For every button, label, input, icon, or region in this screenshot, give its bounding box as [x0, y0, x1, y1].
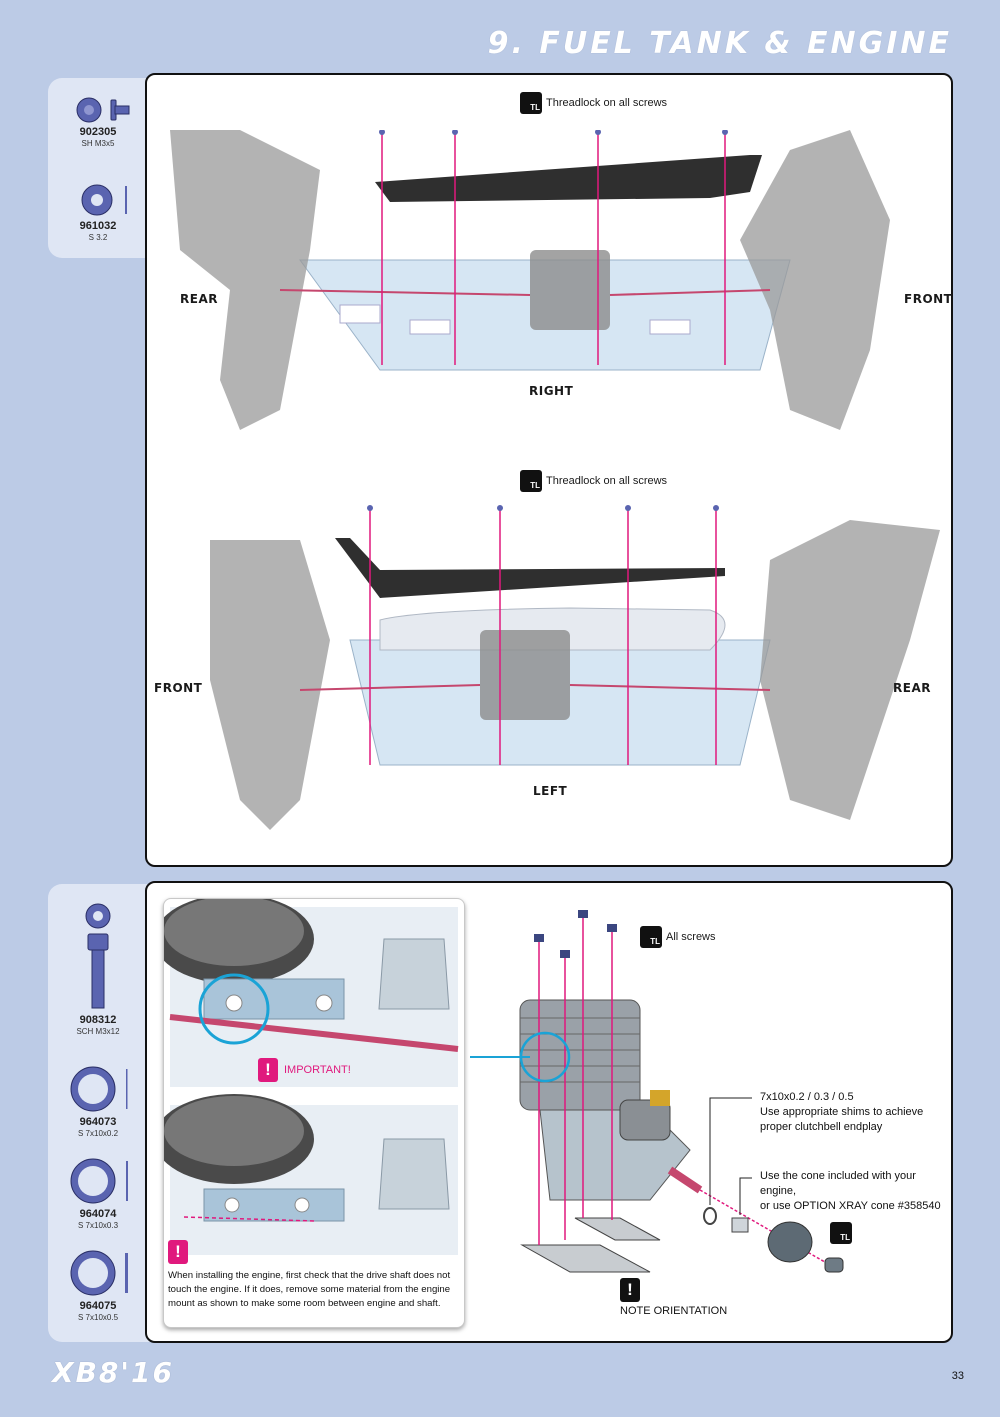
part-code: 964074: [79, 1208, 117, 1220]
part-desc: S 7x10x0.3: [77, 1221, 119, 1230]
engine-clearance-inset: [154, 894, 465, 1328]
cap-screw-icon: [85, 903, 111, 1009]
label-right: RIGHT: [529, 384, 574, 398]
label-front-top: FRONT: [904, 292, 953, 306]
part-964073: 964073 S 7x10x0.2: [48, 1064, 148, 1139]
brand-logo: XB8'16: [52, 1356, 174, 1389]
label-rear-bottom: REAR: [893, 681, 931, 695]
all-screws-note: TL All screws: [640, 926, 716, 948]
clutch-threadlock: TL: [830, 1222, 852, 1244]
orientation-warning: !: [620, 1278, 640, 1302]
part-964074: 964074 S 7x10x0.3: [48, 1156, 148, 1231]
shim-icon: [70, 1158, 128, 1204]
important-label: IMPORTANT!: [284, 1064, 351, 1076]
parts-sidebar-bottom: 908312 SCH M3x12 964073 S 7x10x0.2 96407…: [48, 884, 152, 1342]
chassis-left-view: [210, 505, 940, 830]
part-desc: SH M3x5: [81, 139, 115, 148]
shim-note: 7x10x0.2 / 0.3 / 0.5 Use appropriate shi…: [760, 1090, 940, 1135]
threadlock-text: Threadlock on all screws: [546, 97, 668, 109]
part-961032: 961032 S 3.2: [48, 182, 148, 243]
label-left: LEFT: [533, 784, 568, 798]
threadlock-icon: TL: [830, 1222, 852, 1244]
part-desc: S 7x10x0.2: [77, 1129, 119, 1138]
part-desc: S 3.2: [88, 233, 108, 242]
part-code: 961032: [79, 220, 117, 232]
orientation-note: NOTE ORIENTATION: [620, 1305, 728, 1317]
screw-icon: [76, 97, 130, 123]
inset-warning: !: [168, 1240, 188, 1264]
part-code: 964075: [79, 1300, 117, 1312]
page-title: 9. FUEL TANK & ENGINE: [487, 26, 952, 61]
important-callout: ! IMPORTANT!: [258, 1058, 351, 1082]
page-number: 33: [951, 1370, 964, 1382]
shim-icon: [70, 1250, 128, 1296]
exclamation-icon: !: [620, 1278, 640, 1302]
cone-note: Use the cone included with your engine, …: [760, 1169, 950, 1214]
cone-note-line-2: or use OPTION XRAY cone #358540: [760, 1200, 941, 1212]
shim-note-body: Use appropriate shims to achieve proper …: [760, 1106, 924, 1133]
inset-instruction-text: When installing the engine, first check …: [168, 1270, 451, 1309]
part-code: 902305: [79, 126, 117, 138]
all-screws-text: All screws: [666, 931, 716, 943]
exclamation-icon: !: [168, 1240, 188, 1264]
washer-icon: [81, 184, 127, 216]
threadlock-note-top: TL Threadlock on all screws: [520, 92, 667, 114]
shim-icon: [70, 1066, 128, 1112]
threadlock-text: Threadlock on all screws: [546, 475, 668, 487]
threadlock-icon: TL: [520, 92, 542, 114]
part-desc: S 7x10x0.5: [77, 1313, 119, 1322]
exclamation-icon: !: [258, 1058, 278, 1082]
label-front-bottom: FRONT: [154, 681, 203, 695]
part-964075: 964075 S 7x10x0.5: [48, 1248, 148, 1323]
chassis-right-view: [170, 130, 890, 430]
threadlock-note-bottom: TL Threadlock on all screws: [520, 470, 667, 492]
part-902305: 902305 SH M3x5: [48, 96, 148, 149]
part-code: 908312: [79, 1014, 117, 1026]
cone-note-line-1: Use the cone included with your engine,: [760, 1170, 916, 1197]
shim-note-title: 7x10x0.2 / 0.3 / 0.5: [760, 1091, 854, 1103]
threadlock-icon: TL: [520, 470, 542, 492]
threadlock-icon: TL: [640, 926, 662, 948]
clearance-detail-illustration: [154, 894, 459, 1255]
part-code: 964073: [79, 1116, 117, 1128]
part-908312: 908312 SCH M3x12: [48, 902, 148, 1037]
engine-exploded-view: [470, 910, 844, 1273]
label-rear-top: REAR: [180, 292, 218, 306]
parts-sidebar-top: 902305 SH M3x5 961032 S 3.2: [48, 78, 152, 258]
part-desc: SCH M3x12: [76, 1027, 120, 1036]
